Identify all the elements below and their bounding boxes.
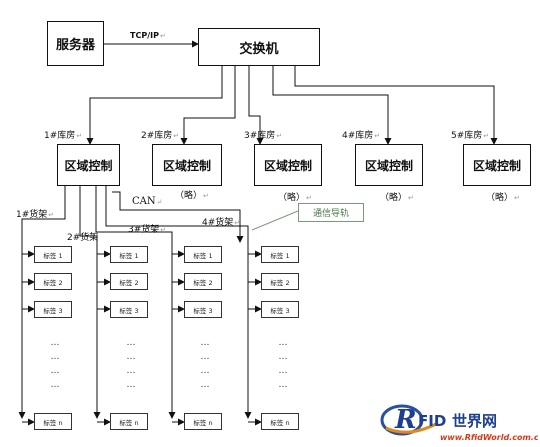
controller-5-label: 区域控制 xyxy=(472,158,521,173)
shelf-3-label: 3#货架↵ xyxy=(128,225,167,235)
controller-2: 区域控制 xyxy=(152,144,222,186)
shelf-1-label: 1#货架↵ xyxy=(16,210,55,220)
controller-4: 区域控制 xyxy=(355,144,423,186)
shelf-4-label: 4#货架↵ xyxy=(202,218,241,228)
shelf1-tag-3: 标签 3 xyxy=(34,301,72,318)
server-node: 服务器 xyxy=(47,21,104,66)
link-wh2 xyxy=(180,60,239,145)
shelf4-tag-1: 标签 1 xyxy=(261,246,299,263)
link-wh5 xyxy=(291,60,498,145)
shelf3-branches xyxy=(172,250,185,426)
link-shelf2 xyxy=(76,180,101,419)
shelf4-branches xyxy=(248,250,262,426)
omit-5: （略）↵ xyxy=(486,193,520,203)
shelf1-tag-n: 标签 n xyxy=(34,413,72,430)
shelf2-tag-1: 标签 1 xyxy=(110,246,148,263)
shelf2-tag-2: 标签 2 xyxy=(110,273,148,290)
connectors xyxy=(18,40,498,426)
omit-4: （略）↵ xyxy=(380,193,414,203)
shelf3-tag-3: 标签 3 xyxy=(184,301,222,318)
svg-text:www.RfidWorld.com.cn: www.RfidWorld.com.cn xyxy=(440,433,538,442)
shelf1-branches xyxy=(22,250,35,426)
link-wh3 xyxy=(245,60,264,145)
warehouse-1-label: 1#库房↵ xyxy=(44,131,83,141)
switch-label: 交换机 xyxy=(239,41,279,57)
shelf4-tag-n: 标签 n xyxy=(261,413,299,430)
rfidworld-logo: R FID 世界网 www.RfidWorld.com.cn xyxy=(380,404,538,442)
comm-rail-callout: 通信导轨 xyxy=(298,203,364,222)
shelf4-ellipsis: ………… xyxy=(278,338,288,390)
shelf3-tag-2: 标签 2 xyxy=(184,273,222,290)
warehouse-2-label: 2#库房↵ xyxy=(141,131,180,141)
shelf3-tag-n: 标签 n xyxy=(184,413,222,430)
callout-pointer xyxy=(251,210,299,231)
shelf2-branches xyxy=(97,250,111,426)
controller-1: 区域控制 xyxy=(57,144,120,186)
shelf3-tag-1: 标签 1 xyxy=(184,246,222,263)
controller-4-label: 区域控制 xyxy=(364,158,413,173)
svg-text:世界网: 世界网 xyxy=(452,412,497,430)
server-label: 服务器 xyxy=(55,38,95,53)
tcp-ip-label: TCP/IP↵ xyxy=(130,31,166,40)
controller-3: 区域控制 xyxy=(254,144,322,186)
controller-3-label: 区域控制 xyxy=(263,158,312,173)
shelf3-ellipsis: ………… xyxy=(200,338,210,390)
shelf4-tag-2: 标签 2 xyxy=(261,273,299,290)
switch-node: 交换机 xyxy=(198,28,320,66)
shelf2-ellipsis: ………… xyxy=(126,338,136,390)
omit-3: （略）↵ xyxy=(278,193,312,203)
svg-text:R: R xyxy=(394,405,417,435)
link-shelf1 xyxy=(18,180,69,419)
shelf2-tag-n: 标签 n xyxy=(110,413,148,430)
shelf-2-label: 2#货架 xyxy=(67,233,99,243)
controller-2-label: 区域控制 xyxy=(162,158,211,173)
warehouse-5-label: 5#库房↵ xyxy=(451,131,490,141)
warehouse-4-label: 4#库房↵ xyxy=(342,131,381,141)
controller-5: 区域控制 xyxy=(463,144,531,186)
warehouse-3-label: 3#库房↵ xyxy=(244,131,283,141)
can-label: CAN↵ xyxy=(132,196,163,207)
shelf2-tag-3: 标签 3 xyxy=(110,301,148,318)
controller-1-label: 区域控制 xyxy=(64,158,113,173)
shelf1-tag-1: 标签 1 xyxy=(34,246,72,263)
shelf1-tag-2: 标签 2 xyxy=(34,273,72,290)
omit-2: （略）↵ xyxy=(175,191,209,201)
shelf1-ellipsis: ………… xyxy=(50,338,60,390)
svg-text:FID: FID xyxy=(418,412,446,430)
link-shelf4 xyxy=(102,180,252,419)
shelf4-tag-3: 标签 3 xyxy=(261,301,299,318)
